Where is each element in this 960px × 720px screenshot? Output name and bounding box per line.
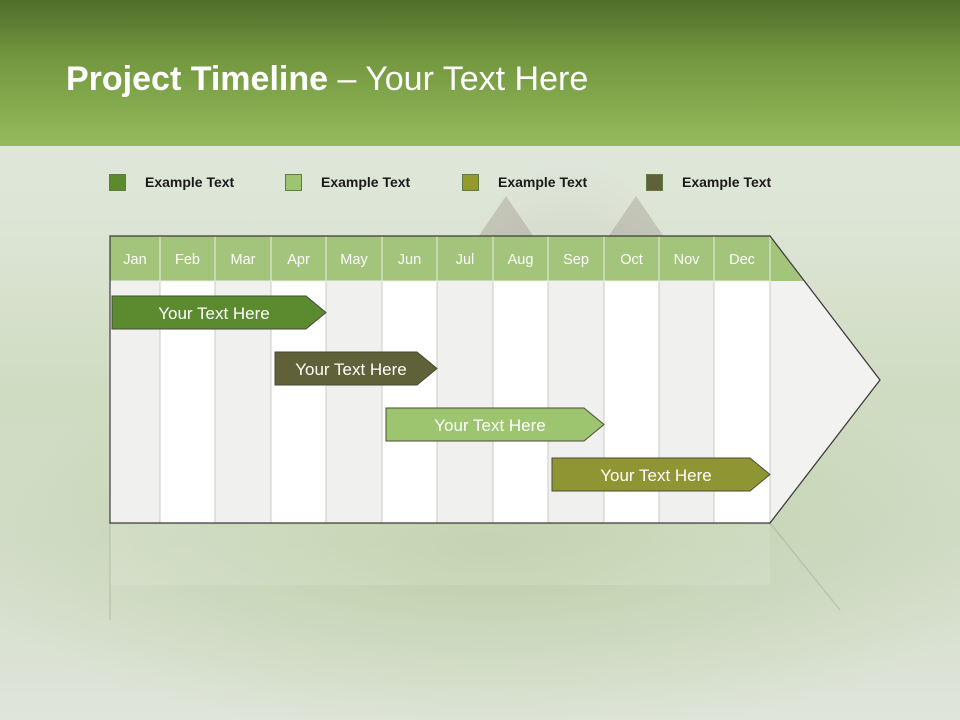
- month-column-aug: [492, 280, 549, 524]
- task-label-1: Your Text Here: [158, 304, 270, 323]
- month-header-jan: [109, 235, 161, 282]
- task-label-2: Your Text Here: [295, 360, 407, 379]
- month-header-feb: [159, 235, 216, 282]
- month-header-aug: [492, 235, 549, 282]
- month-column-may: [325, 280, 383, 524]
- month-label-jun: Jun: [398, 252, 421, 268]
- timeline-outline: [109, 235, 881, 524]
- month-label-jul: Jul: [456, 252, 475, 268]
- page-title: Project Timeline – Your Text Here: [66, 60, 588, 99]
- month-label-may: May: [340, 252, 368, 268]
- month-column-jun: [381, 280, 438, 524]
- title-bold: Project Timeline: [66, 60, 329, 98]
- task-bar-1: [111, 295, 327, 330]
- background-ear-right: [606, 196, 666, 240]
- task-bar-2: [274, 351, 438, 386]
- title-bar: Project Timeline – Your Text Here: [0, 0, 960, 146]
- legend-swatch-2: [285, 173, 302, 191]
- month-label-sep: Sep: [563, 252, 589, 268]
- month-label-aug: Aug: [508, 252, 534, 268]
- month-header-sep: [547, 235, 605, 282]
- legend-swatch-3: [462, 173, 479, 191]
- legend-label-1: Example Text: [145, 174, 235, 190]
- timeline-reflection-fill: [110, 525, 770, 585]
- legend-item-2: Example Text: [285, 172, 410, 192]
- month-column-jul: [436, 280, 494, 524]
- month-label-mar: Mar: [231, 252, 256, 268]
- title-rest: – Your Text Here: [328, 60, 589, 98]
- month-label-apr: Apr: [287, 252, 310, 268]
- month-header-dec: [713, 235, 771, 282]
- background-ear-left: [476, 196, 536, 240]
- month-label-feb: Feb: [175, 252, 200, 268]
- month-header-apr: [270, 235, 327, 282]
- task-label-3: Your Text Here: [434, 416, 546, 435]
- legend-label-4: Example Text: [682, 174, 772, 190]
- month-label-dec: Dec: [729, 252, 755, 268]
- task-label-4: Your Text Here: [600, 466, 712, 485]
- month-label-nov: Nov: [674, 252, 701, 268]
- legend-item-4: Example Text: [646, 172, 771, 192]
- legend-label-3: Example Text: [498, 174, 588, 190]
- legend-item-3: Example Text: [462, 172, 587, 192]
- legend-swatch-4: [646, 173, 663, 191]
- legend-item-1: Example Text: [109, 172, 234, 192]
- task-bar-4: [551, 457, 771, 492]
- task-bar-3: [385, 407, 605, 442]
- legend-swatch-1: [109, 173, 126, 191]
- legend-label-2: Example Text: [321, 174, 411, 190]
- month-label-oct: Oct: [620, 252, 643, 268]
- timeline-reflection: [109, 522, 841, 620]
- month-label-jan: Jan: [123, 252, 146, 268]
